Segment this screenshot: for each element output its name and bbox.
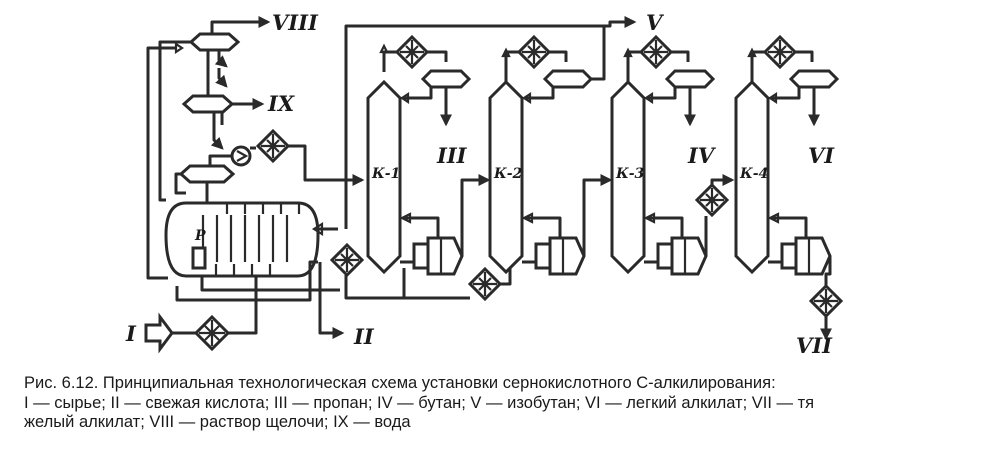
reactor-acid-out [175, 260, 318, 302]
acid-settler [178, 164, 236, 184]
label-v: V [646, 10, 665, 35]
left-inner-loop [158, 40, 191, 202]
label-k4: К-4 [739, 166, 768, 182]
line-to-pump [208, 154, 232, 166]
pump-arrow [236, 150, 249, 162]
label-vi: VI [808, 143, 835, 168]
label-vii: VII [796, 333, 833, 358]
figure-caption: Рис. 6.12. Принципиальная технологическа… [24, 374, 964, 433]
label-ii: II [353, 324, 375, 349]
bottom-header [344, 275, 470, 300]
settler3-loop [174, 172, 186, 195]
left-recycle-loop [146, 46, 176, 280]
caption-line-3: желый алкилат; VIII — раствор щелочи; IX… [24, 413, 411, 431]
reactor-outlet [191, 246, 207, 270]
label-k2: К-2 [493, 166, 523, 182]
pump-icon [230, 145, 252, 167]
feed-arrow-icon [144, 312, 174, 354]
label-viii: VIII [272, 10, 319, 35]
reactor-to-bottom [200, 276, 340, 292]
label-k1: К-1 [371, 166, 400, 182]
drum-k2 [542, 69, 594, 89]
reactor [164, 201, 320, 278]
reactor-internals [191, 204, 301, 276]
drum-k4 [788, 69, 840, 89]
drum-k1 [420, 69, 472, 89]
label-iv: IV [687, 143, 717, 168]
settler1-drop [215, 68, 228, 88]
process-flow-diagram: VIII IX P I II [125, 10, 844, 358]
settler2-drain [210, 112, 224, 150]
water-settler [181, 94, 235, 114]
label-k3: К-3 [615, 166, 645, 182]
settler1-drain-2 [214, 50, 228, 68]
label-i: I [125, 321, 137, 346]
feed-to-reactor [228, 276, 258, 335]
label-iii: III [436, 143, 468, 168]
stream-ii-line [318, 262, 345, 339]
line-cooler-to-k1 [288, 144, 365, 186]
drum-k3 [664, 69, 716, 89]
label-ix: IX [267, 91, 295, 116]
caption-line-1: Рис. 6.12. Принципиальная технологическа… [24, 374, 776, 392]
stream-viii-line [210, 16, 271, 34]
reactor-label: P [194, 228, 206, 244]
column-k1 [366, 79, 402, 275]
alkali-settler [188, 32, 241, 52]
caption-line-2: I — сырье; II — свежая кислота; III — пр… [24, 393, 815, 412]
header-to-v [344, 16, 637, 229]
